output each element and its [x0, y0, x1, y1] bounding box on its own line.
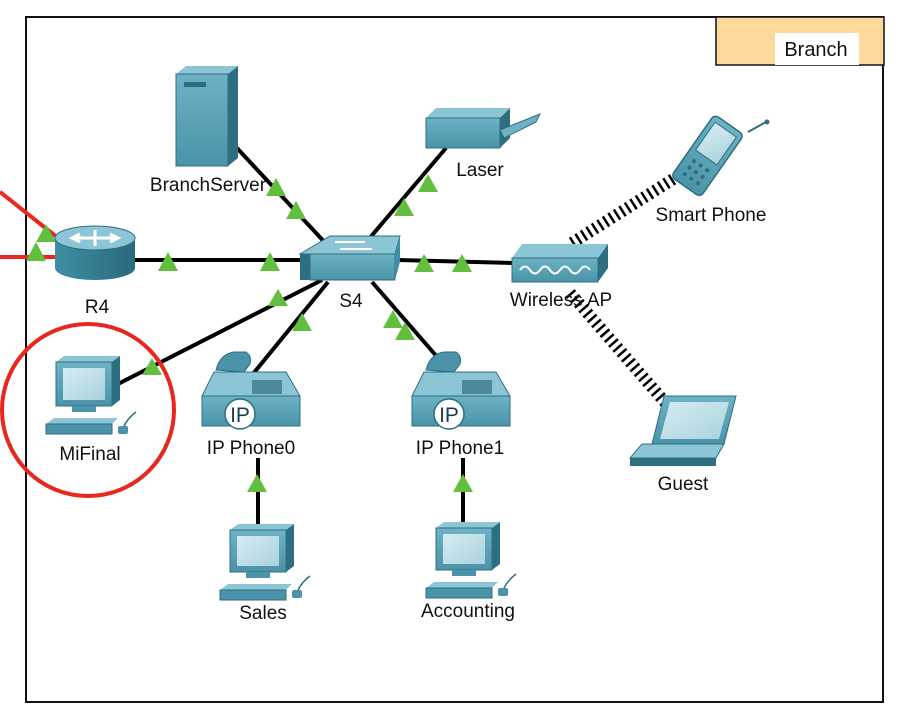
link-up-indicator — [158, 252, 178, 271]
link-up-indicator — [260, 252, 280, 271]
switch-s4[interactable]: S4 — [298, 235, 401, 312]
selection-highlight-circle — [0, 322, 176, 498]
branch-server[interactable]: BranchServer — [150, 66, 267, 196]
pc-accounting-label: Accounting — [421, 601, 515, 622]
link-laser-s4 — [366, 146, 448, 242]
server-label: BranchServer — [150, 175, 267, 196]
keypad-icon — [462, 380, 492, 394]
link-up-indicator — [395, 322, 415, 340]
link-up-indicator — [452, 254, 472, 272]
wireless-links — [565, 170, 682, 412]
link-up-indicator — [418, 174, 438, 192]
link-up-indicator — [292, 313, 312, 331]
access-point-label: Wireless AP — [510, 290, 612, 311]
monitor-screen-icon — [237, 536, 279, 566]
pc-mifinal-label: MiFinal — [59, 444, 120, 465]
laser-printer[interactable]: Laser — [425, 108, 542, 181]
switch-label: S4 — [339, 291, 363, 312]
ip-phone-1[interactable]: IP IP Phone1 — [411, 351, 511, 459]
monitor-screen-icon — [63, 368, 105, 400]
phone-screen-icon — [694, 121, 738, 166]
laptop-label: Guest — [658, 474, 709, 495]
link-up-indicator — [394, 198, 414, 216]
pc-accounting[interactable]: Accounting — [421, 522, 517, 622]
link-up-indicator — [268, 289, 288, 306]
ip-phone1-label: IP Phone1 — [416, 438, 504, 459]
handset-icon — [215, 351, 251, 373]
ip-phone-0[interactable]: IP IP Phone0 — [201, 351, 301, 459]
wireless-link-smartphone — [568, 170, 682, 249]
pc-mifinal[interactable]: MiFinal — [45, 356, 137, 465]
link-up-indicator — [286, 201, 306, 219]
ip-phone0-badge: IP — [230, 404, 250, 427]
keypad-icon — [252, 380, 282, 394]
link-server-s4 — [234, 145, 332, 250]
pc-sales[interactable]: Sales — [219, 524, 311, 624]
switch-arrows-icon — [335, 241, 372, 250]
link-s4-ipphone0 — [246, 280, 330, 382]
link-up-indicator — [414, 254, 434, 272]
router-arrows-icon — [68, 230, 122, 246]
ip-phone1-badge: IP — [439, 404, 459, 427]
link-up-indicator — [383, 310, 403, 328]
smartphone-label: Smart Phone — [656, 205, 767, 226]
pc-sales-label: Sales — [239, 603, 287, 624]
ip-phone0-label: IP Phone0 — [207, 438, 295, 459]
link-up-indicator — [266, 178, 286, 196]
handset-icon — [425, 351, 461, 373]
branch-tab-label: Branch — [784, 39, 847, 61]
wireless-waves-icon — [519, 265, 591, 275]
link-up-indicator — [453, 474, 473, 492]
branch-area-tab[interactable]: Branch — [715, 16, 885, 66]
link-up-indicator — [142, 358, 162, 375]
antenna-icon — [747, 121, 767, 133]
wireless-access-point[interactable]: Wireless AP — [510, 244, 612, 311]
link-s4-ap — [397, 258, 513, 265]
router-r4[interactable]: R4 — [54, 225, 136, 318]
link-up-indicator — [26, 242, 46, 261]
router-label: R4 — [85, 297, 110, 318]
smart-phone[interactable]: Smart Phone — [656, 114, 770, 226]
printer-label: Laser — [456, 160, 504, 181]
link-up-indicator — [36, 224, 56, 242]
laptop-screen-icon — [660, 402, 729, 439]
monitor-screen-icon — [443, 534, 485, 564]
link-status-indicators — [26, 174, 473, 492]
link-up-indicator — [247, 474, 267, 492]
ethernet-links — [117, 145, 513, 524]
guest-laptop[interactable]: Guest — [628, 395, 737, 495]
